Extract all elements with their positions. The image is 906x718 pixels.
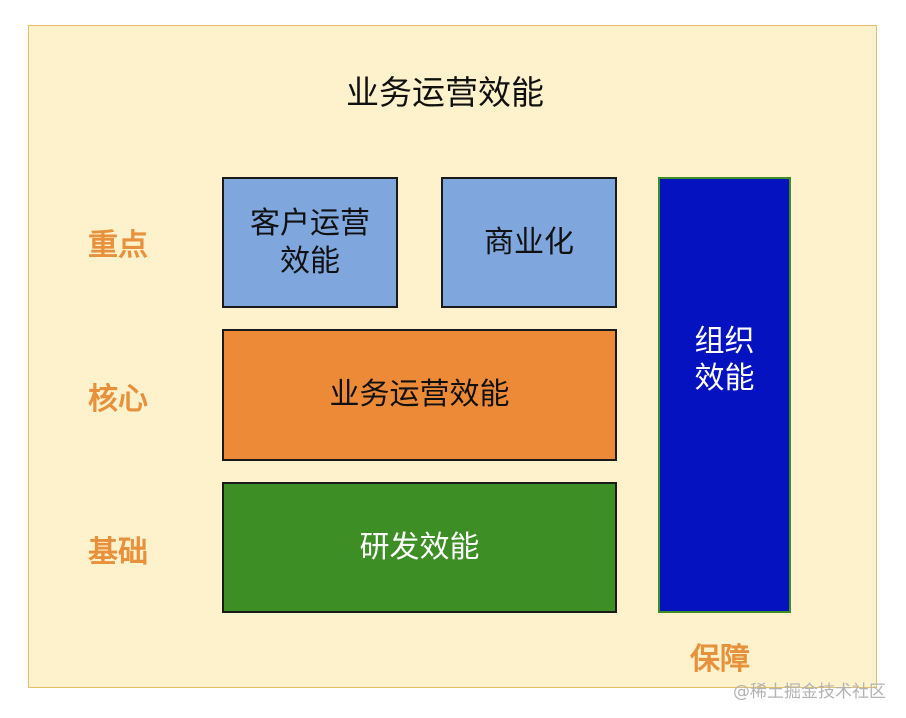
box-org-efficiency: 组织 效能 (658, 177, 791, 613)
box-commercialization-label: 商业化 (484, 224, 574, 260)
box-customer-ops: 客户运营 效能 (222, 177, 398, 308)
diagram-title: 业务运营效能 (346, 73, 544, 112)
box-rd-efficiency: 研发效能 (222, 482, 617, 613)
box-customer-ops-line1: 客户运营 (250, 206, 370, 241)
box-org-line1: 组织 (694, 323, 755, 359)
box-rd-efficiency-label: 研发效能 (359, 529, 480, 565)
label-focus: 重点 (88, 228, 148, 263)
box-business-ops-label: 业务运营效能 (329, 377, 510, 413)
label-foundation: 基础 (88, 535, 148, 570)
box-org-line2: 效能 (694, 361, 755, 396)
box-commercialization: 商业化 (441, 177, 617, 308)
box-business-ops: 业务运营效能 (222, 329, 617, 461)
label-support: 保障 (690, 642, 750, 677)
label-core: 核心 (88, 382, 148, 417)
box-customer-ops-line2: 效能 (280, 243, 340, 279)
watermark: @稀土掘金技术社区 (733, 682, 886, 702)
